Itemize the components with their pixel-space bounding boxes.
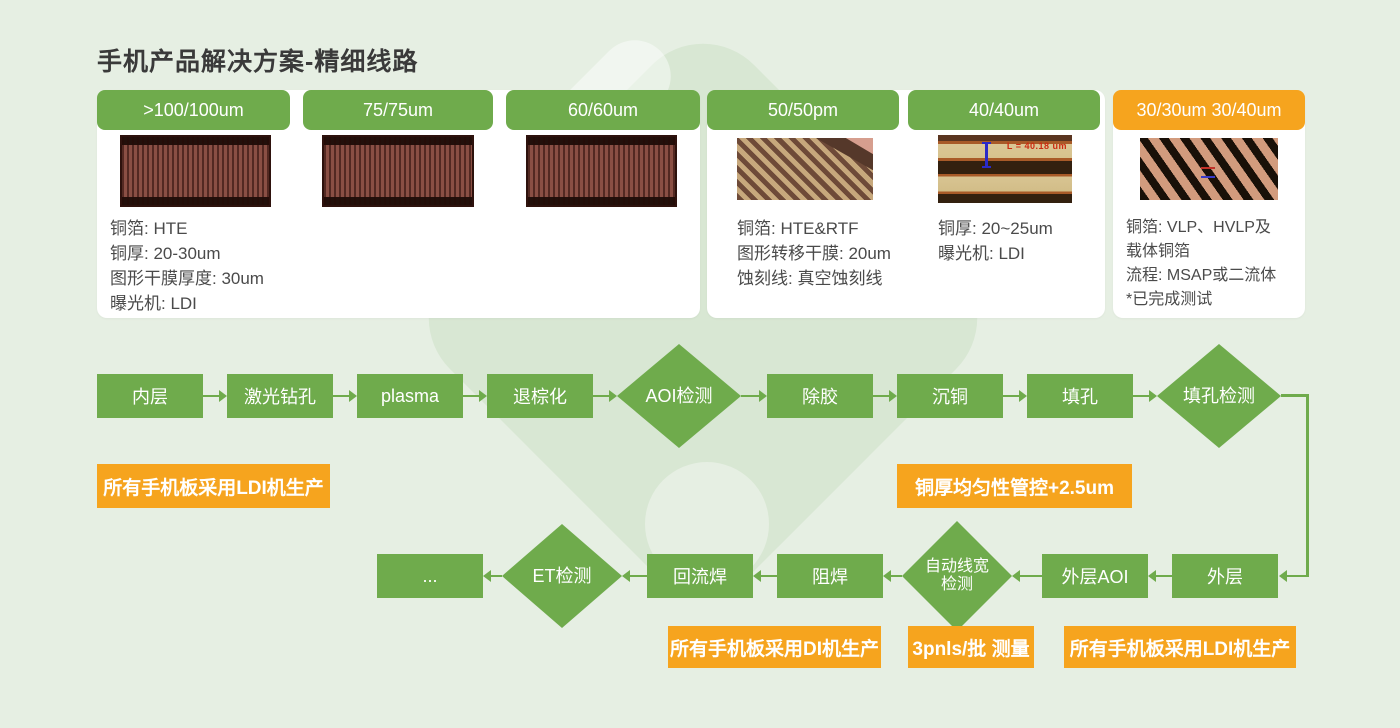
tab-100-100um: >100/100um <box>97 90 290 130</box>
connector-vertical <box>1306 394 1309 576</box>
flow-step-laser-drill: 激光钻孔 <box>227 374 333 418</box>
decision-label: 填孔检测 <box>1183 385 1255 406</box>
tab-30-30um: 30/30um 30/40um <box>1113 90 1305 130</box>
flow-step-copper-deposit: 沉铜 <box>897 374 1003 418</box>
arrow-left <box>1012 570 1042 582</box>
pcb-sample-image-75um <box>322 135 474 207</box>
pcb-cross-section-image-40um: L = 40.18 um <box>938 135 1072 203</box>
callout-ldi-production-2: 所有手机板采用LDI机生产 <box>1064 626 1296 668</box>
decision-via-fill-inspection: 填孔检测 <box>1157 344 1281 448</box>
arrow-right <box>741 390 767 402</box>
callout-batch-measurement: 3pnls/批 测量 <box>908 626 1034 668</box>
spec-line: 铜厚: 20~25um <box>938 219 1053 238</box>
flow-step-plasma: plasma <box>357 374 463 418</box>
arrow-left <box>483 570 502 582</box>
tiny-annotation-mark <box>1200 166 1215 178</box>
arrow-right <box>593 390 617 402</box>
flow-step-reflow: 回流焊 <box>647 554 753 598</box>
tab-40-40um: 40/40um <box>908 90 1100 130</box>
callout-ldi-production: 所有手机板采用LDI机生产 <box>97 464 330 508</box>
card-fine-lines: 50/50pm 40/40um L = 40.18 um 铜箔: HTE&RTF… <box>707 90 1105 318</box>
flow-step-via-fill: 填孔 <box>1027 374 1133 418</box>
flow-step-solder-mask: 阻焊 <box>777 554 883 598</box>
arrow-right <box>463 390 487 402</box>
flow-step-desmear: 除胶 <box>767 374 873 418</box>
spec-line: *已完成测试 <box>1126 291 1213 308</box>
arrow-right <box>333 390 357 402</box>
arrow-left <box>753 570 777 582</box>
decision-label: ET检测 <box>532 565 592 586</box>
pcb-sample-image-100um <box>120 135 271 207</box>
spec-list-30um: 铜箔: VLP、HVLP及 载体铜箔 流程: MSAP或二流体 *已完成测试 <box>1126 216 1276 312</box>
spec-line: 载体铜箔 <box>1126 243 1191 260</box>
callout-copper-uniformity: 铜厚均匀性管控+2.5um <box>897 464 1132 508</box>
decision-label-line2: 检测 <box>940 576 973 593</box>
flow-step-outer-aoi: 外层AOI <box>1042 554 1148 598</box>
spec-line: 蚀刻线: 真空蚀刻线 <box>737 269 883 288</box>
flow-step-ellipsis: ... <box>377 554 483 598</box>
spec-list-50um: 铜箔: HTE&RTF 图形转移干膜: 20um 蚀刻线: 真空蚀刻线 <box>737 216 891 291</box>
arrow-left <box>1148 570 1172 582</box>
decision-label-line1: 自动线宽 <box>924 557 989 575</box>
pcb-sample-image-30um <box>1140 138 1278 200</box>
arrow-right <box>1133 390 1157 402</box>
pcb-sample-image-60um <box>526 135 677 207</box>
spec-line: 铜箔: HTE <box>110 219 188 238</box>
arrow-left <box>883 570 902 582</box>
spec-line: 曝光机: LDI <box>110 294 197 313</box>
spec-line: 流程: MSAP或二流体 <box>1126 267 1277 284</box>
arrow-right <box>873 390 897 402</box>
arrow-left <box>622 570 647 582</box>
spec-line: 铜箔: VLP、HVLP及 <box>1126 219 1271 236</box>
flow-step-outer-layer: 外层 <box>1172 554 1278 598</box>
card-coarse-lines: >100/100um 75/75um 60/60um 铜箔: HTE 铜厚: 2… <box>97 90 700 318</box>
spec-line: 图形干膜厚度: 30um <box>110 269 264 288</box>
flow-step-inner-layer: 内层 <box>97 374 203 418</box>
connector-horizontal <box>1281 394 1309 397</box>
pcb-sample-image-50um <box>737 138 873 200</box>
spec-list-coarse: 铜箔: HTE 铜厚: 20-30um 图形干膜厚度: 30um 曝光机: LD… <box>110 216 264 316</box>
decision-et-test: ET检测 <box>502 524 622 628</box>
spec-line: 铜箔: HTE&RTF <box>737 219 859 238</box>
arrow-right <box>1003 390 1027 402</box>
measurement-bracket <box>982 142 991 168</box>
arrow-left <box>1279 570 1309 582</box>
spec-line: 曝光机: LDI <box>938 244 1025 263</box>
measurement-label: L = 40.18 um <box>1006 141 1067 151</box>
spec-line: 图形转移干膜: 20um <box>737 244 891 263</box>
spec-line: 铜厚: 20-30um <box>110 244 221 263</box>
tab-75-75um: 75/75um <box>303 90 493 130</box>
decision-auto-linewidth-inspection: 自动线宽 检测 <box>902 521 1012 631</box>
card-ultra-fine-lines: 30/30um 30/40um 铜箔: VLP、HVLP及 载体铜箔 流程: M… <box>1113 90 1305 318</box>
spec-list-40um: 铜厚: 20~25um 曝光机: LDI <box>938 216 1053 266</box>
flow-step-debrown: 退棕化 <box>487 374 593 418</box>
decision-label: AOI检测 <box>645 385 713 406</box>
tab-50-50um: 50/50pm <box>707 90 899 130</box>
callout-di-production: 所有手机板采用DI机生产 <box>668 626 881 668</box>
tab-60-60um: 60/60um <box>506 90 700 130</box>
arrow-right <box>203 390 227 402</box>
page-title: 手机产品解决方案-精细线路 <box>97 48 419 76</box>
